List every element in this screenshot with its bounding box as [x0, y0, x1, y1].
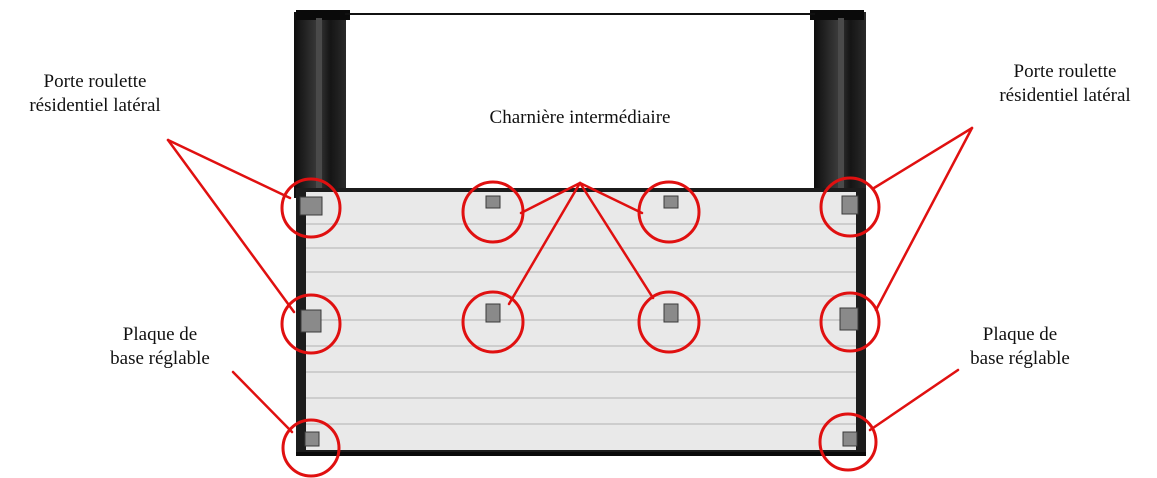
label-base-plate-right: Plaque de base réglable	[930, 323, 1110, 371]
circle-hinge-mid-left	[461, 290, 525, 354]
roller-bracket-mid-left	[300, 309, 322, 333]
door-panel	[296, 188, 866, 456]
label-base-plate-right-line2: base réglable	[970, 348, 1070, 369]
leader-tl-to-mid	[166, 138, 296, 314]
label-intermediate-hinge-text: Charnière intermédiaire	[489, 107, 671, 128]
label-roller-carrier-right-line1: Porte roulette	[1013, 61, 1117, 82]
leader-center-to-hinge-top-right	[578, 181, 644, 215]
hardware	[299, 195, 859, 447]
circle-roller-top-right	[819, 176, 881, 238]
circle-roller-top-left	[280, 177, 342, 239]
label-roller-carrier-left-line1: Porte roulette	[43, 71, 147, 92]
circle-roller-mid-left	[280, 293, 342, 355]
label-base-plate-left: Plaque de base réglable	[70, 323, 250, 371]
circle-base-left	[281, 418, 341, 478]
label-base-plate-left-line2: base réglable	[110, 348, 210, 369]
base-plate-right	[842, 431, 858, 447]
right-post-inner-strip	[838, 18, 844, 198]
leader-center-to-hinge-top-left	[519, 181, 582, 215]
left-post-inner-strip	[316, 18, 322, 198]
hinge-mid-left	[485, 303, 501, 323]
leader-center-to-hinge-mid-left	[507, 181, 582, 306]
label-base-plate-right-line1: Plaque de	[982, 324, 1058, 345]
leader-tl-to-top	[166, 138, 292, 200]
circle-hinge-mid-right	[637, 290, 701, 354]
hinge-top-right	[663, 195, 679, 209]
leader-center-to-hinge-mid-right	[578, 181, 655, 300]
label-intermediate-hinge: Charnière intermédiaire	[420, 106, 740, 130]
leader-tr-to-mid	[874, 126, 974, 312]
roller-bracket-top-left	[299, 196, 323, 216]
circle-base-right	[818, 412, 878, 472]
hinge-top-left	[485, 195, 501, 209]
door-frame	[294, 10, 866, 198]
label-roller-carrier-right-line2: résidentiel latéral	[999, 85, 1131, 106]
left-frame-top-block	[296, 10, 350, 20]
roller-bracket-top-right	[841, 195, 859, 215]
label-roller-carrier-left: Porte roulette résidentiel latéral	[0, 70, 190, 118]
roller-bracket-mid-right	[839, 307, 859, 331]
circle-roller-mid-right	[819, 291, 881, 353]
leader-br-to-base	[868, 368, 960, 432]
base-plate-left	[304, 431, 320, 447]
leader-tr-to-top	[872, 126, 974, 190]
panel-ribs	[306, 223, 856, 425]
label-roller-carrier-right: Porte roulette résidentiel latéral	[970, 60, 1157, 108]
right-frame-top-block	[810, 10, 864, 20]
label-base-plate-left-line1: Plaque de	[122, 324, 198, 345]
leader-lines	[166, 126, 974, 434]
panel-surface	[306, 192, 856, 450]
hinge-mid-right	[663, 303, 679, 323]
leader-bl-to-base	[231, 370, 294, 434]
label-roller-carrier-left-line2: résidentiel latéral	[29, 95, 161, 116]
